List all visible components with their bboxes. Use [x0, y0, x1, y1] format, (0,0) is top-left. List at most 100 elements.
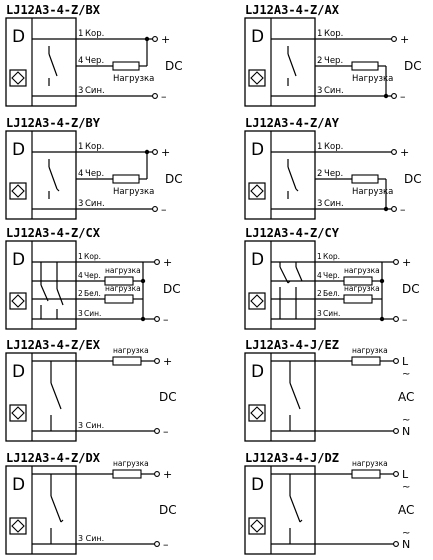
- load-label: Нагрузка: [352, 187, 393, 197]
- sensor-letter: D: [12, 362, 25, 382]
- load-label: нагрузка: [352, 346, 388, 355]
- sensor-icon: [248, 182, 266, 200]
- terminal-number: 3: [317, 86, 322, 96]
- sensor-letter: D: [12, 475, 25, 495]
- load-label: нагрузка: [105, 266, 141, 275]
- terminal-circle: [393, 316, 399, 322]
- wire: [56, 288, 64, 306]
- contact-blade: [287, 166, 297, 190]
- diagram-title: LJ12A3-4-Z/BX: [6, 3, 101, 17]
- supply-sign-top: L: [402, 468, 409, 481]
- load-label: нагрузка: [352, 459, 388, 468]
- supply-sign-bottom: –: [163, 538, 169, 551]
- sensor-letter: D: [251, 250, 264, 270]
- terminal-number: 4: [78, 169, 83, 179]
- sensor-letter: D: [251, 140, 264, 160]
- supply-type: DC: [165, 59, 183, 73]
- terminal-number: 2: [317, 56, 322, 66]
- sensor-icon: [248, 517, 266, 535]
- load-resistor: [351, 174, 379, 184]
- diagram-title: LJ12A3-4-Z/AY: [245, 116, 340, 130]
- terminal-label: Чер.: [84, 271, 101, 280]
- load-resistor: [351, 61, 379, 71]
- sensor-icon: [9, 517, 27, 535]
- supply-sign-minus: –: [163, 313, 169, 326]
- sensor-icon: [9, 69, 27, 87]
- terminal-label: Кор.: [324, 142, 343, 152]
- sensor-housing: [5, 352, 77, 442]
- wire: [295, 266, 303, 282]
- sensor-letter: D: [12, 140, 25, 160]
- terminal-circle: [154, 541, 160, 547]
- load-label: нагрузка: [113, 459, 149, 468]
- wire: [40, 284, 49, 302]
- contact-nc-tick: [295, 188, 299, 192]
- supply-sign-bottom: N: [402, 538, 410, 551]
- terminal-label: Син.: [324, 86, 344, 96]
- terminal-circle: [393, 541, 399, 547]
- supply-sign-top: +: [163, 355, 172, 368]
- sensor-diamond-icon: [250, 294, 264, 308]
- terminal-label: 3 Син.: [78, 421, 104, 430]
- terminal-label: Кор.: [84, 252, 101, 261]
- diagram-title: LJ12A3-4-J/DZ: [245, 451, 339, 465]
- sensor-diamond-icon: [11, 519, 25, 533]
- supply-sign-top: L: [402, 355, 409, 368]
- supply-sign-minus: –: [402, 313, 408, 326]
- sensor-letter: D: [251, 27, 264, 47]
- sensor-housing: [244, 130, 316, 220]
- supply-type: DC: [402, 282, 420, 296]
- supply-sign-bottom: –: [163, 425, 169, 438]
- supply-type: DC: [159, 390, 177, 404]
- load-label: Нагрузка: [113, 187, 154, 197]
- terminal-circle: [154, 259, 160, 265]
- load-resistor: [112, 61, 140, 71]
- supply-type: DC: [163, 282, 181, 296]
- load-label: нагрузка: [344, 284, 380, 293]
- contact-blade: [287, 53, 297, 77]
- terminal-number: 2: [78, 289, 83, 298]
- load-resistor: [112, 174, 140, 184]
- supply-sign-plus: +: [163, 256, 172, 269]
- sensor-housing: [5, 465, 77, 555]
- supply-sign-minus: –: [400, 203, 406, 216]
- terminal-number: 1: [78, 29, 83, 39]
- sensor-diamond-icon: [250, 519, 264, 533]
- terminal-circle: [393, 259, 399, 265]
- terminal-number: 1: [317, 252, 322, 261]
- sensor-letter: D: [251, 362, 264, 382]
- supply-sign-plus: +: [400, 33, 409, 46]
- diagram-title: LJ12A3-4-Z/CY: [245, 226, 340, 240]
- terminal-circle: [393, 428, 399, 434]
- terminal-label: Чер.: [85, 169, 104, 179]
- terminal-number: 4: [317, 271, 322, 280]
- sensor-letter: D: [12, 250, 25, 270]
- terminal-circle: [154, 471, 160, 477]
- terminal-circle: [152, 149, 158, 155]
- diagram-title: LJ12A3-4-Z/BY: [6, 116, 101, 130]
- terminal-label: Чер.: [323, 271, 340, 280]
- sensor-diamond-icon: [250, 184, 264, 198]
- supply-sign-minus: –: [161, 203, 167, 216]
- terminal-circle: [391, 93, 397, 99]
- terminal-circle: [152, 93, 158, 99]
- contact-blade: [48, 53, 58, 77]
- terminal-circle: [154, 316, 160, 322]
- sensor-icon: [9, 404, 27, 422]
- sensor-letter: D: [12, 27, 25, 47]
- load-resistor: [112, 356, 142, 366]
- terminal-label: Кор.: [323, 252, 340, 261]
- terminal-label: Чер.: [85, 56, 104, 66]
- sensor-icon: [248, 292, 266, 310]
- terminal-number: 3: [78, 86, 83, 96]
- terminal-number: 4: [78, 271, 83, 280]
- terminal-circle: [391, 36, 397, 42]
- contact-nc-tick: [56, 188, 60, 192]
- sensor-icon: [248, 69, 266, 87]
- terminal-number: 1: [78, 142, 83, 152]
- ac-tilde: ~: [402, 415, 410, 426]
- terminal-number: 2: [317, 169, 322, 179]
